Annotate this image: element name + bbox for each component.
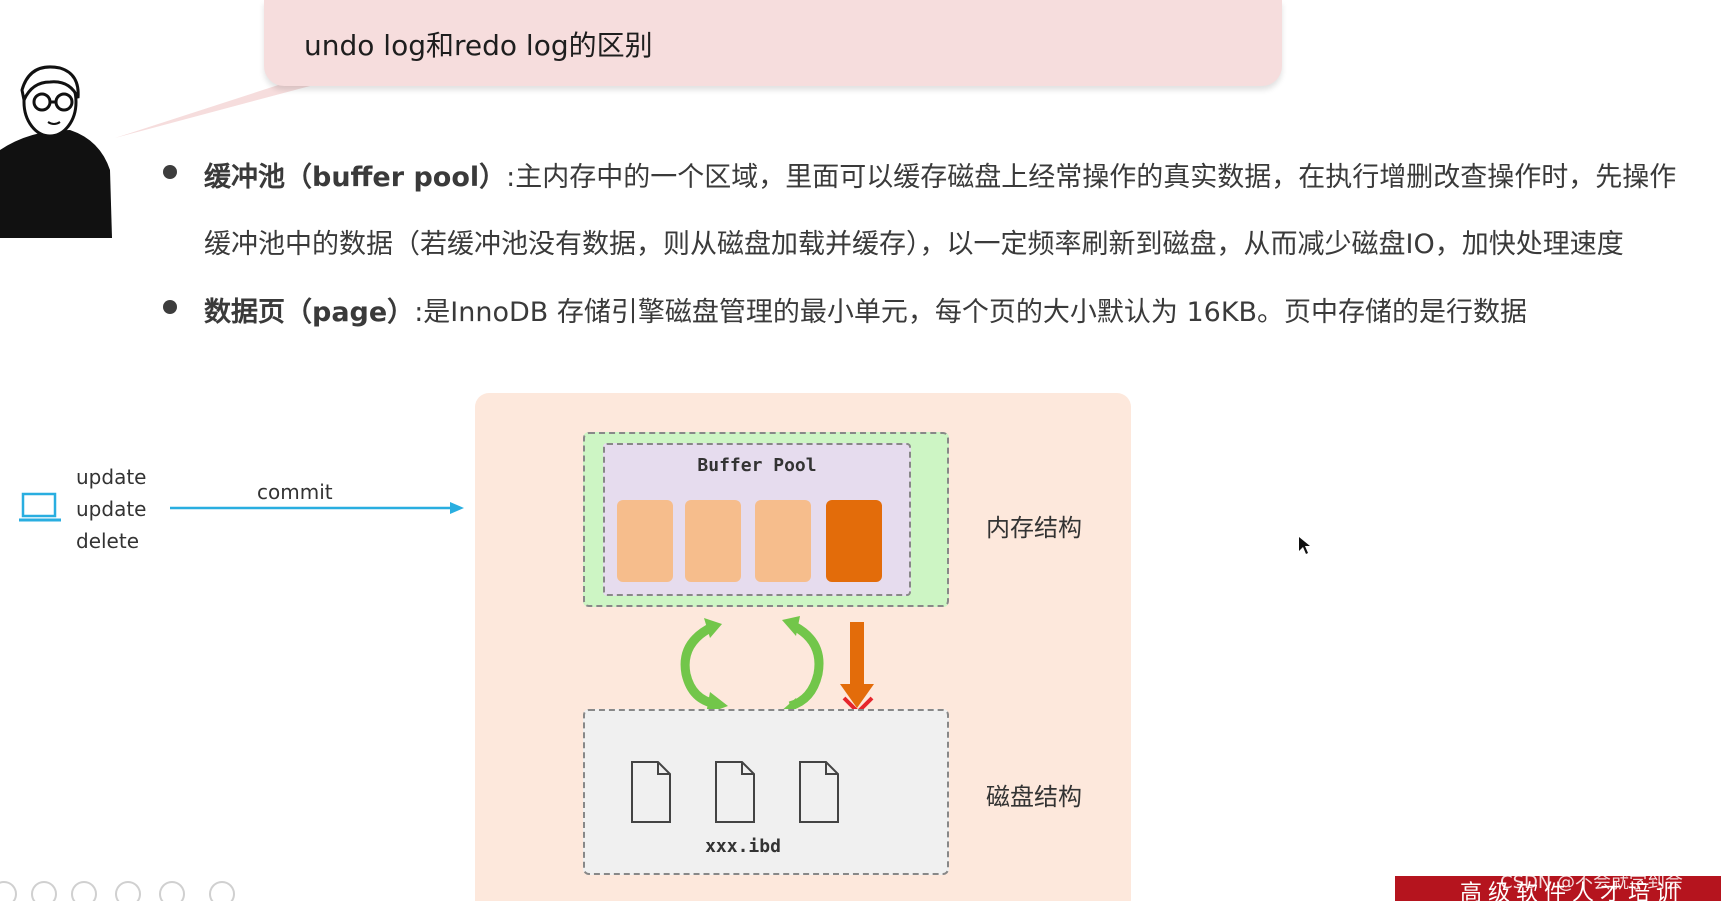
bullet-page: 数据页（page）:是InnoDB 存储引擎磁盘管理的最小单元，每个页的大小默认… — [204, 290, 1527, 329]
dirty-buffer-page — [826, 500, 882, 582]
op-update-2: update — [76, 497, 147, 521]
commit-label: commit — [257, 480, 333, 504]
disk-file-label: xxx.ibd — [705, 836, 781, 857]
slide-toolbar[interactable] — [0, 872, 250, 901]
bullet-buffer-pool: 缓冲池（buffer pool）:主内存中的一个区域，里面可以缓存磁盘上经常操作… — [204, 155, 1676, 194]
disk-structure-label: 磁盘结构 — [986, 783, 1082, 811]
bullet-dot — [163, 300, 177, 314]
buffer-page — [617, 500, 673, 582]
buffer-page — [755, 500, 811, 582]
mouse-cursor-icon — [1299, 537, 1310, 554]
file-icon — [631, 761, 839, 823]
brand-banner — [1395, 876, 1721, 901]
commit-arrow — [170, 502, 464, 514]
buffer-page — [685, 500, 741, 582]
memory-structure-label: 内存结构 — [986, 514, 1082, 542]
reload-arrow-icon — [680, 616, 824, 716]
csdn-watermark: CSDN @不会就学到会 — [1500, 872, 1684, 893]
op-update-1: update — [76, 465, 147, 489]
bullet-text: :主内存中的一个区域，里面可以缓存磁盘上经常操作的真实数据，在执行增删改查操作时… — [506, 162, 1677, 193]
title-bubble — [264, 0, 1282, 86]
bullet-text: :是InnoDB 存储引擎磁盘管理的最小单元，每个页的大小默认为 16KB。页中… — [414, 297, 1528, 328]
bullet-dot — [163, 165, 177, 179]
bullet-text-continued: 缓冲池中的数据（若缓冲池没有数据，则从磁盘加载并缓存），以一定频率刷新到磁盘，从… — [204, 229, 1624, 260]
page-title: undo log和redo log的区别 — [304, 29, 653, 62]
disk-structure-box — [583, 709, 949, 875]
op-delete: delete — [76, 529, 140, 553]
bullet-term: 数据页（page） — [204, 297, 415, 328]
bullet-term: 缓冲池（buffer pool） — [204, 162, 507, 193]
presenter-avatar — [0, 65, 112, 238]
buffer-pool-title: Buffer Pool — [697, 455, 817, 476]
laptop-icon — [19, 492, 61, 522]
speech-bubble-tail — [115, 78, 310, 138]
